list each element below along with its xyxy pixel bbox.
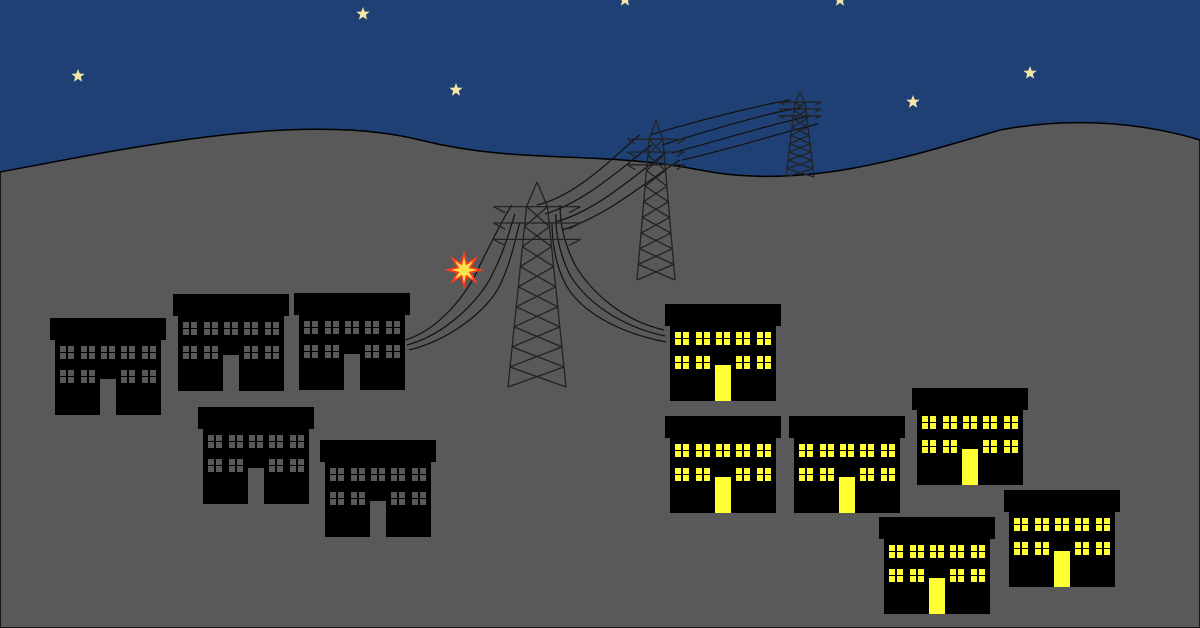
house-door — [248, 468, 264, 504]
house-roof — [789, 416, 905, 438]
house-door — [370, 501, 386, 537]
house-roof — [879, 517, 995, 539]
house-roof — [198, 407, 314, 429]
star-icon — [906, 95, 920, 108]
house-door — [715, 365, 731, 401]
lit-house — [665, 416, 781, 513]
towers-group — [493, 91, 822, 388]
dark-house — [320, 440, 436, 537]
house-roof — [320, 440, 436, 462]
lit-house — [665, 304, 781, 401]
house-door — [929, 578, 945, 614]
lit-house — [1004, 490, 1120, 587]
dark-house — [50, 318, 166, 415]
stars-group — [71, 0, 1037, 108]
house-door — [100, 379, 116, 415]
house-door — [1054, 551, 1070, 587]
dark-house — [173, 294, 289, 391]
star-icon — [71, 69, 85, 82]
spark-icon — [444, 250, 484, 290]
star-icon — [449, 83, 463, 96]
star-icon — [620, 0, 630, 6]
house-roof — [1004, 490, 1120, 512]
house-roof — [294, 293, 410, 315]
lit-house — [879, 517, 995, 614]
house-roof — [50, 318, 166, 340]
lit-house — [789, 416, 905, 513]
houses-group — [50, 293, 1120, 614]
star-icon — [1023, 66, 1037, 79]
transmission-tower-icon — [778, 91, 822, 178]
dark-house — [198, 407, 314, 504]
house-roof — [912, 388, 1028, 410]
star-icon — [835, 0, 845, 6]
house-roof — [173, 294, 289, 316]
house-roof — [665, 304, 781, 326]
transmission-tower-icon — [627, 119, 685, 281]
house-door — [839, 477, 855, 513]
dark-house — [294, 293, 410, 390]
house-roof — [665, 416, 781, 438]
house-door — [223, 355, 239, 391]
house-door — [962, 449, 978, 485]
house-door — [344, 354, 360, 390]
star-icon — [356, 7, 370, 20]
lit-house — [912, 388, 1028, 485]
transmission-tower-icon — [493, 181, 581, 388]
house-door — [715, 477, 731, 513]
